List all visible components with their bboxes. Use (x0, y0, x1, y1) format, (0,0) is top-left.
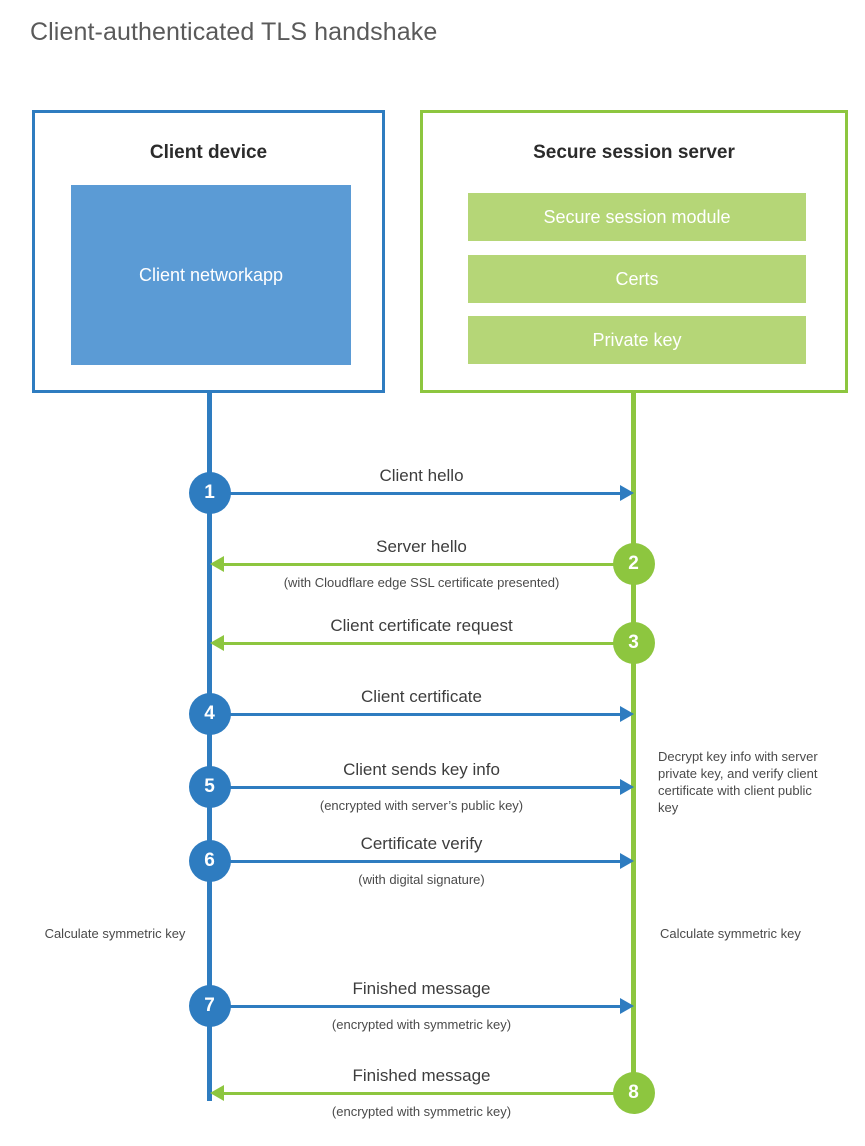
step-8-sublabel: (encrypted with symmetric key) (331, 1104, 512, 1119)
server-component-certs: Certs (468, 255, 806, 303)
step-5-sublabel: (encrypted with server’s public key) (319, 798, 524, 813)
step-6-arrow-line (209, 859, 622, 863)
note-decrypt-key-info: Decrypt key info with server private key… (658, 749, 818, 815)
step-7-arrow-head-icon (619, 998, 634, 1014)
step-4-number-badge[interactable]: 4 (188, 693, 231, 735)
step-3-label: Client certificate request (330, 616, 513, 635)
step-1-label: Client hello (379, 466, 464, 485)
step-3-number-badge[interactable]: 3 (612, 622, 655, 664)
secure-session-server-box: Secure session server Secure session mod… (420, 110, 848, 393)
note-calculate-symmetric-key-client: Calculate symmetric key (44, 926, 186, 941)
step-2-label: Server hello (376, 537, 467, 556)
step-8-arrow-head-icon (209, 1085, 224, 1101)
secure-session-server-title: Secure session server (533, 142, 735, 163)
step-6-number-badge[interactable]: 6 (188, 840, 231, 882)
note-calculate-symmetric-key-server: Calculate symmetric key (660, 926, 801, 941)
step-5-label: Client sends key info (343, 760, 500, 779)
step-1-arrow-line (209, 491, 622, 495)
step-2-sublabel: (with Cloudflare edge SSL certificate pr… (283, 575, 560, 590)
client-device-title: Client device (149, 142, 268, 163)
step-5-arrow-line (209, 785, 622, 789)
server-component-secure-session-module: Secure session module (468, 193, 806, 241)
server-component-private-key: Private key (468, 316, 806, 364)
step-6-label: Certificate verify (360, 834, 483, 853)
step-8-arrow-line (221, 1091, 634, 1095)
page-title: Client-authenticated TLS handshake (30, 18, 438, 46)
step-7-number-badge[interactable]: 7 (188, 985, 231, 1027)
step-5-number-badge[interactable]: 5 (188, 766, 231, 808)
step-4-label: Client certificate (361, 687, 482, 706)
step-3-arrow-line (221, 641, 634, 645)
step-4-arrow-line (209, 712, 622, 716)
step-6-sublabel: (with digital signature) (358, 872, 485, 887)
step-5-arrow-head-icon (619, 779, 634, 795)
step-4-arrow-head-icon (619, 706, 634, 722)
step-1-number-badge[interactable]: 1 (188, 472, 231, 514)
step-7-sublabel: (encrypted with symmetric key) (331, 1017, 512, 1032)
step-2-arrow-line (221, 562, 634, 566)
step-1-arrow-head-icon (619, 485, 634, 501)
step-7-label: Finished message (352, 979, 491, 998)
step-3-arrow-head-icon (209, 635, 224, 651)
step-2-number-badge[interactable]: 2 (612, 543, 655, 585)
step-7-arrow-line (209, 1004, 622, 1008)
step-6-arrow-head-icon (619, 853, 634, 869)
client-lifeline (207, 393, 212, 1101)
step-2-arrow-head-icon (209, 556, 224, 572)
server-lifeline (631, 393, 636, 1093)
step-8-label: Finished message (352, 1066, 491, 1085)
step-8-number-badge[interactable]: 8 (612, 1072, 655, 1114)
